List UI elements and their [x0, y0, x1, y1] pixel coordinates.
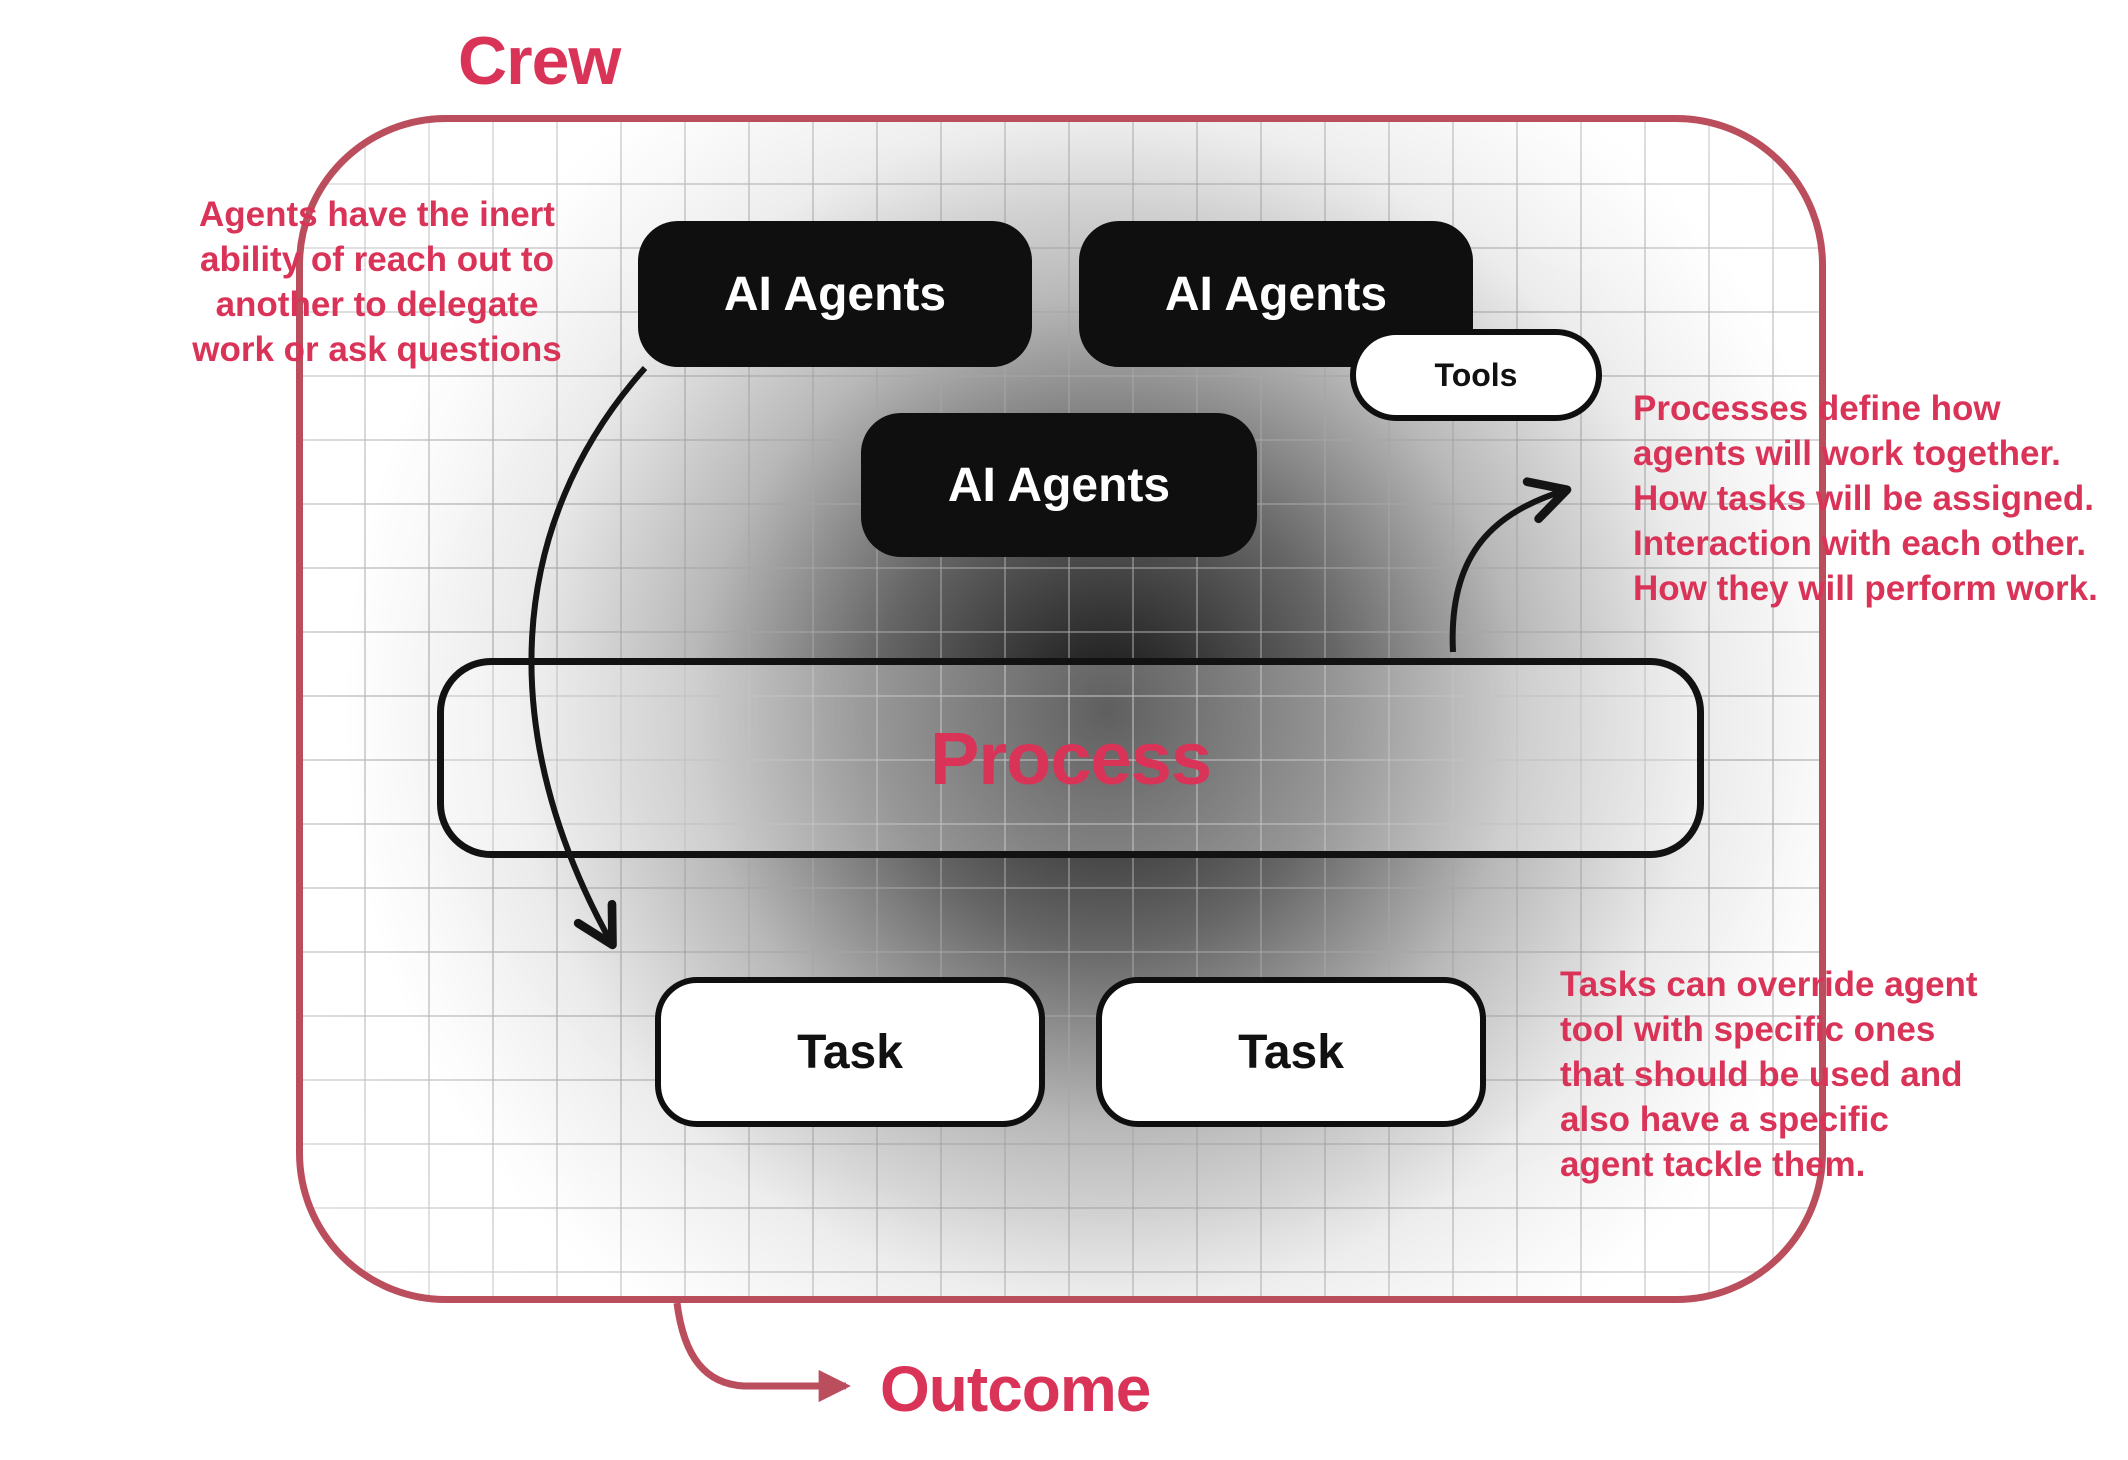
process-label: Process — [930, 716, 1212, 800]
tools-label: Tools — [1434, 356, 1518, 393]
task-box-1: Task — [655, 977, 1045, 1127]
process-box: Process — [437, 658, 1704, 858]
ai-agents-box-1: AI Agents — [638, 221, 1032, 367]
ai-agents-label-1: AI Agents — [723, 267, 947, 321]
ai-agents-label-3: AI Agents — [947, 458, 1171, 512]
ai-agents-label-2: AI Agents — [1164, 267, 1388, 321]
annotation-tasks: Tasks can override agent tool with speci… — [1560, 965, 1978, 1184]
ai-agents-box-3: AI Agents — [861, 413, 1257, 557]
annotation-delegation: Agents have the inert ability of reach o… — [192, 195, 562, 369]
task-label-1: Task — [797, 1025, 903, 1079]
task-box-2: Task — [1096, 977, 1486, 1127]
ai-agents-box-2: AI Agents — [1079, 221, 1473, 367]
annotation-process: Processes define how agents will work to… — [1633, 389, 2098, 608]
arrow-crew-to-outcome — [673, 1302, 851, 1403]
task-label-2: Task — [1238, 1025, 1344, 1079]
crew-title: Crew — [458, 23, 621, 99]
crew-container-border — [296, 115, 1826, 1303]
outcome-label: Outcome — [880, 1353, 1151, 1425]
tools-badge: Tools — [1350, 329, 1602, 421]
